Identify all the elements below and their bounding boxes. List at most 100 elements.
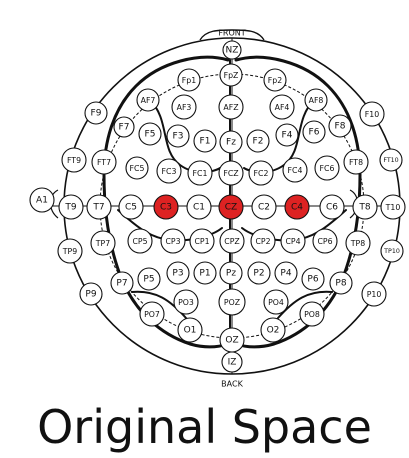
- electrode-t7: T7: [87, 195, 111, 219]
- electrode-label: CP1: [194, 237, 209, 246]
- electrode-p2: P2: [248, 262, 270, 284]
- electrode-f7: F7: [114, 117, 134, 137]
- electrode-label: T9: [64, 203, 76, 213]
- electrode-fc6: FC6: [315, 156, 339, 180]
- electrode-label: CZ: [225, 203, 237, 213]
- electrode-po7: PO7: [140, 302, 164, 326]
- electrode-label: O2: [267, 326, 280, 336]
- electrode-label: TP7: [95, 239, 110, 248]
- electrode-label: FC5: [130, 164, 145, 173]
- electrode-label: F9: [91, 109, 102, 119]
- electrode-label: T10: [385, 203, 401, 212]
- electrode-f5: F5: [139, 123, 161, 145]
- electrode-label: C3: [160, 203, 172, 213]
- electrode-label: TP9: [62, 247, 77, 256]
- back-label: BACK: [221, 380, 243, 389]
- electrode-label: PO3: [178, 298, 194, 307]
- electrode-label: CP6: [317, 237, 332, 246]
- electrode-label: P3: [172, 269, 183, 279]
- electrode-cpz: CPZ: [220, 229, 244, 253]
- electrode-fp1: Fp1: [178, 69, 200, 91]
- electrode-p10: P10: [362, 282, 386, 306]
- electrode-tp10: TP10: [381, 240, 403, 262]
- electrode-af3: AF3: [172, 95, 196, 119]
- electrode-o2: O2: [261, 318, 285, 342]
- electrode-label: Pz: [226, 269, 236, 279]
- electrode-label: A1: [36, 196, 48, 206]
- electrode-label: OZ: [225, 336, 238, 346]
- electrode-fcz: FCZ: [219, 161, 243, 185]
- electrode-label: PO8: [304, 310, 320, 319]
- electrode-label: F4: [282, 131, 293, 141]
- electrode-label: F8: [335, 122, 346, 132]
- electrode-label: P10: [367, 290, 382, 299]
- electrode-nz: NZ: [223, 41, 241, 59]
- electrode-af8: AF8: [305, 89, 327, 111]
- electrode-ft10: FT10: [380, 149, 402, 171]
- electrode-af7: AF7: [137, 89, 159, 111]
- electrode-p7: P7: [111, 272, 133, 294]
- electrode-p8: P8: [330, 272, 352, 294]
- electrode-tp7: TP7: [91, 231, 115, 255]
- electrode-f8: F8: [329, 115, 351, 137]
- electrode-label: P5: [143, 275, 154, 285]
- electrode-label: C6: [326, 203, 338, 213]
- electrode-afz: AFZ: [219, 95, 243, 119]
- electrode-p1: P1: [194, 262, 216, 284]
- electrode-poz: POZ: [219, 289, 245, 315]
- electrode-label: P9: [85, 290, 96, 300]
- electrode-label: FC1: [193, 169, 208, 178]
- electrode-label: CP3: [165, 237, 180, 246]
- electrode-c1: C1: [187, 195, 211, 219]
- electrode-label: F10: [365, 110, 379, 119]
- electrode-cp3: CP3: [161, 229, 185, 253]
- electrode-oz: OZ: [220, 328, 244, 352]
- electrode-f2: F2: [247, 130, 269, 152]
- electrode-ft9: FT9: [62, 148, 86, 172]
- electrode-label: CP4: [285, 237, 300, 246]
- electrode-label: POZ: [224, 298, 240, 307]
- electrode-fc2: FC2: [249, 161, 273, 185]
- electrode-c5: C5: [119, 195, 143, 219]
- front-label: FRONT: [218, 29, 245, 38]
- electrode-iz: IZ: [222, 352, 242, 372]
- electrode-p9: P9: [80, 283, 102, 305]
- electrode-tp8: TP8: [346, 231, 370, 255]
- electrode-po3: PO3: [174, 290, 198, 314]
- caption: Original Space: [0, 396, 409, 458]
- electrode-af4: AF4: [270, 95, 294, 119]
- electrode-label: C5: [125, 203, 137, 213]
- electrode-label: TP8: [350, 239, 365, 248]
- electrode-p3: P3: [167, 262, 189, 284]
- electrode-label: F5: [145, 130, 156, 140]
- electrode-label: AF4: [275, 103, 290, 112]
- electrode-label: T8: [358, 203, 370, 213]
- electrode-label: FCZ: [223, 169, 238, 178]
- electrode-label: CP2: [255, 237, 270, 246]
- electrode-cp6: CP6: [313, 229, 337, 253]
- electrode-label: P1: [199, 269, 210, 279]
- electrode-fz: Fz: [220, 131, 242, 153]
- electrode-label: NZ: [226, 46, 239, 56]
- electrode-label: F1: [200, 137, 211, 147]
- electrode-cz: CZ: [219, 195, 243, 219]
- electrode-label: PO7: [144, 310, 160, 319]
- electrode-label: AF7: [141, 96, 156, 105]
- electrode-label: AF3: [177, 103, 192, 112]
- electrode-label: F7: [119, 123, 130, 133]
- electrode-label: P4: [280, 269, 291, 279]
- electrode-t9: T9: [59, 195, 83, 219]
- electrode-f3: F3: [167, 125, 189, 147]
- electrode-label: F2: [253, 137, 264, 147]
- electrode-t10: T10: [381, 195, 405, 219]
- electrode-label: T7: [92, 203, 104, 213]
- electrode-label: P8: [335, 279, 346, 289]
- electrode-f1: F1: [194, 130, 216, 152]
- electrode-label: FC6: [320, 164, 335, 173]
- electrode-label: P2: [253, 269, 264, 279]
- electrode-label: FT7: [97, 158, 111, 167]
- electrode-cp2: CP2: [251, 229, 275, 253]
- electrode-f4: F4: [276, 124, 298, 146]
- electrode-label: P7: [116, 279, 127, 289]
